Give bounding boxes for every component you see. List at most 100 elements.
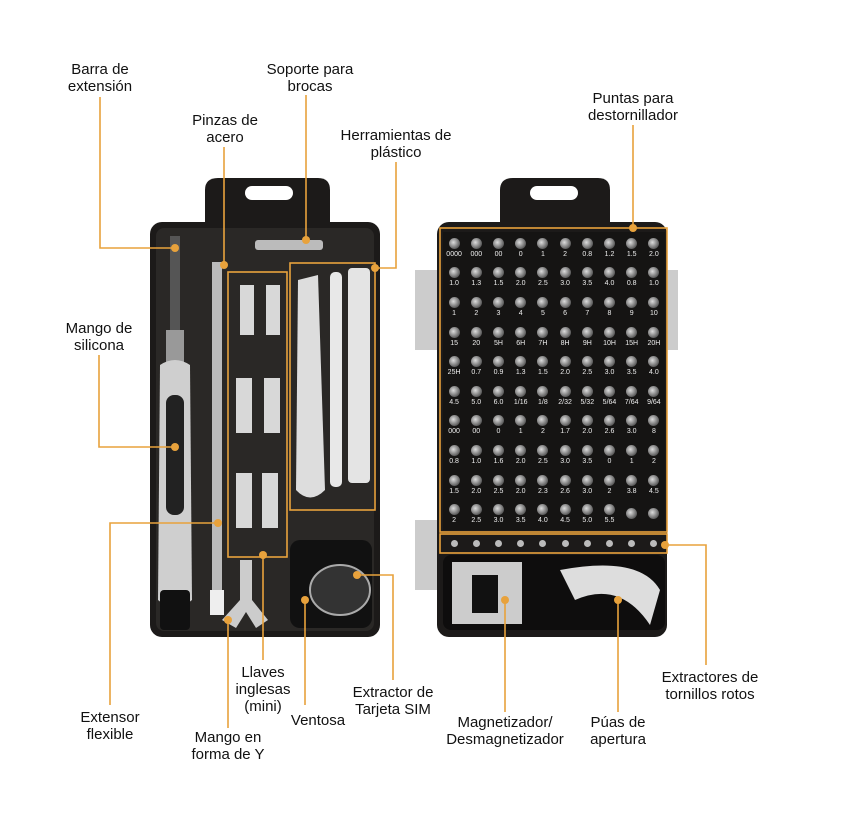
bit-slot: 7/64: [621, 381, 643, 411]
bit-icon: [626, 356, 638, 368]
bit-slot: 1.5: [532, 351, 554, 381]
bit-size-label: 3.0: [582, 487, 593, 495]
bit-icon: [470, 237, 482, 249]
bit-size-label: 2/32: [558, 398, 572, 406]
bit-icon: [448, 415, 460, 427]
label-soporte-brocas: Soporte para brocas: [266, 61, 354, 95]
bit-size-label: 5.5: [604, 517, 615, 525]
bit-icon: [492, 474, 504, 486]
bit-icon: [448, 296, 460, 308]
bit-icon: [515, 444, 527, 456]
bit-icon: [537, 444, 549, 456]
bit-size-label: 5: [540, 309, 545, 317]
bit-icon: [515, 474, 527, 486]
bit-icon: [515, 356, 527, 368]
bit-icon: [603, 326, 615, 338]
bit-slot: 5: [532, 292, 554, 322]
bit-size-label: 2.0: [649, 250, 659, 258]
bit-slot: 2: [598, 470, 620, 500]
bit-slot: 9/64: [643, 381, 665, 411]
bit-slot: 0.8: [443, 440, 465, 470]
bit-size-label: 0.9: [493, 369, 504, 377]
bit-slot: 0.8: [621, 263, 643, 293]
bit-size-label: 0.8: [626, 280, 637, 288]
bit-slot: 00: [465, 411, 487, 441]
bit-slot: 1.5: [621, 233, 643, 263]
bit-size-label: 3.8: [626, 487, 637, 495]
bit-slot: 1.3: [510, 351, 532, 381]
screw-extractor-strip: [443, 535, 665, 551]
bit-icon: [559, 237, 571, 249]
bit-size-label: 2.5: [538, 280, 548, 288]
bit-icon: [626, 237, 638, 249]
bit-slot: 000: [465, 233, 487, 263]
bit-size-label: 2.5: [471, 517, 482, 525]
bit-slot: 2.5: [576, 351, 598, 381]
bit-size-label: 1: [540, 250, 545, 258]
bit-icon: [581, 296, 593, 308]
bit-size-label: 1.5: [493, 280, 504, 288]
bit-slot: 0: [487, 411, 509, 441]
bit-size-label: 1: [452, 309, 457, 317]
bit-icon: [603, 356, 615, 368]
bit-icon: [559, 267, 571, 279]
bit-slot: 0.7: [465, 351, 487, 381]
bit-slot: 1: [532, 233, 554, 263]
bit-icon: [648, 267, 660, 279]
bit-icon: [581, 444, 593, 456]
bit-icon: [537, 415, 549, 427]
bit-icon: [603, 415, 615, 427]
bit-slot: [643, 499, 665, 529]
label-mango-y: Mango en forma de Y: [191, 729, 265, 763]
bit-icon: [626, 415, 638, 427]
bit-size-label: 8H: [560, 339, 570, 347]
left-case: [150, 178, 380, 637]
bit-slot: 5.0: [465, 381, 487, 411]
label-puntas-destornillador: Puntas para destornillador: [587, 90, 679, 124]
callout-dots: [171, 224, 669, 624]
bit-icon: [492, 296, 504, 308]
bit-size-label: 3.5: [582, 280, 593, 288]
bit-size-label: 2.0: [582, 428, 593, 436]
bit-icon: [470, 385, 482, 397]
bit-icon: [448, 267, 460, 279]
bit-icon: [648, 415, 660, 427]
bit-icon: [603, 237, 615, 249]
bit-size-label: 5.0: [471, 398, 482, 406]
bit-icon: [492, 385, 504, 397]
bit-size-label: 1.5: [626, 250, 637, 258]
bit-icon: [515, 385, 527, 397]
bit-slot: 1: [621, 440, 643, 470]
label-herramientas-plastico: Herramientas de plástico: [340, 127, 452, 161]
bit-slot: 1.5: [443, 470, 465, 500]
bit-size-label: 5/32: [580, 398, 595, 406]
bit-slot: 1.0: [643, 263, 665, 293]
bit-size-label: 1: [629, 457, 634, 465]
bit-size-label: 3: [496, 309, 501, 317]
bit-slot: 00: [487, 233, 509, 263]
bit-icon: [515, 326, 527, 338]
bit-slot: 4.5: [443, 381, 465, 411]
bit-slot: 2.0: [510, 440, 532, 470]
bit-icon: [470, 356, 482, 368]
bit-slot: 2/32: [554, 381, 576, 411]
bit-icon: [470, 474, 482, 486]
bit-slot: 2.3: [532, 470, 554, 500]
bit-size-label: 2.5: [538, 457, 548, 465]
bit-size-label: 6H: [516, 339, 526, 347]
bit-icon: [626, 474, 638, 486]
bit-icon: [603, 385, 615, 397]
bit-icon: [470, 504, 482, 516]
bit-icon: [537, 296, 549, 308]
bit-slot: 4: [510, 292, 532, 322]
bit-size-label: 2.6: [560, 487, 570, 495]
bit-icon: [559, 415, 571, 427]
bit-icon: [470, 267, 482, 279]
bit-icon: [559, 356, 571, 368]
bit-slot: 8H: [554, 322, 576, 352]
bit-icon: [559, 474, 571, 486]
bit-size-label: 0.8: [449, 457, 459, 465]
bit-slot: 2.5: [465, 499, 487, 529]
bit-icon: [537, 237, 549, 249]
